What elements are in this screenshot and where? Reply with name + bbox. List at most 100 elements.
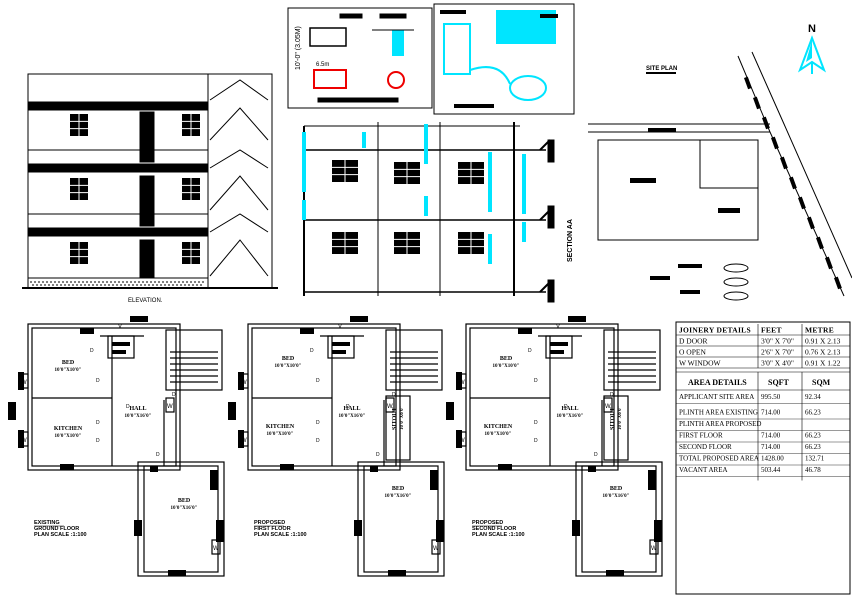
- door-mark: D: [156, 452, 160, 458]
- window-mark: W: [433, 546, 439, 552]
- wall-opening: [430, 470, 438, 490]
- section-cyan-mark: [488, 152, 492, 212]
- door-mark: D: [126, 404, 130, 410]
- area-cell: 1428.00: [761, 455, 784, 463]
- room-size: 10'0"X16'0": [125, 414, 152, 419]
- area-cell: APPLICANT SITE AREA: [679, 393, 754, 401]
- wall-opening: [350, 316, 368, 322]
- door-mark: D: [90, 348, 94, 354]
- door-mark: D: [610, 392, 614, 398]
- wall-opening: [606, 570, 624, 576]
- window-icon: [394, 162, 420, 184]
- area-cell: 66.23: [805, 409, 821, 417]
- plan-caption-line: PLAN SCALE :1:100: [472, 532, 525, 538]
- area-cell: 503.44: [761, 466, 781, 474]
- ventilator-mark: V: [118, 324, 122, 330]
- door-mark: D: [172, 392, 176, 398]
- room-size: 10'0"X6'0": [400, 405, 405, 430]
- elevation-windows: [70, 114, 200, 264]
- joinery-cell: 0.91 X 1.22: [805, 359, 841, 368]
- wall-opening: [228, 402, 236, 420]
- room-name: SITOUT: [392, 407, 398, 430]
- window-mark: W: [21, 380, 27, 386]
- window-icon: [332, 232, 358, 254]
- section-windows: [332, 160, 484, 254]
- area-cell: 92.34: [805, 393, 821, 401]
- joinery-cell: O OPEN: [679, 348, 706, 357]
- area-cell: 46.78: [805, 466, 821, 474]
- wall-opening: [550, 342, 568, 346]
- wall-opening: [354, 520, 362, 536]
- floor-plan-first: WWWWDDDDDDDVBED10'0"X10'0"HALL10'0"X16'0…: [228, 316, 445, 577]
- wall-opening: [456, 372, 462, 390]
- area-header-cell: SQFT: [768, 378, 790, 387]
- window-mark: W: [651, 546, 657, 552]
- wall-opening: [112, 350, 126, 354]
- room-size: 10'0"X16'0": [171, 506, 198, 511]
- door-mark: D: [392, 392, 396, 398]
- road-mark: [752, 96, 761, 110]
- room-size: 10'0"X16'0": [603, 494, 630, 499]
- room-name: HALL: [561, 406, 578, 412]
- room-size: 10'0"X10'0": [55, 434, 82, 439]
- area-cell: FIRST FLOOR: [679, 432, 723, 440]
- room-size: 10'0"X6'0": [618, 405, 623, 430]
- window-icon: [70, 178, 88, 200]
- window-mark: W: [459, 380, 465, 386]
- door-mark: D: [346, 404, 350, 410]
- tables-frame: [675, 321, 851, 595]
- site-plan-drawing: [588, 51, 852, 301]
- door-mark: D: [534, 438, 538, 444]
- wall-opening: [238, 430, 244, 448]
- floor-plan-ground: WWWWDDDDDDDVBED10'0"X10'0"HALL10'0"X16'0…: [8, 316, 225, 577]
- wall-opening: [60, 464, 74, 470]
- room-name: BED: [282, 356, 295, 362]
- window-mark: W: [459, 438, 465, 444]
- detail-horizontal-dim: 6.5m: [316, 62, 329, 68]
- window-mark: W: [167, 404, 173, 410]
- wall-opening: [648, 470, 656, 490]
- area-cell: SECOND FLOOR: [679, 443, 732, 451]
- window-mark: W: [241, 438, 247, 444]
- area-header-cell: AREA DETAILS: [688, 378, 747, 387]
- wall-opening: [18, 430, 24, 448]
- plan-caption-line: PROPOSED: [472, 520, 503, 526]
- plan-caption-line: SECOND FLOOR: [472, 526, 516, 532]
- area-cell: 714.00: [761, 409, 781, 417]
- road-mark: [798, 196, 806, 210]
- window-icon: [458, 232, 484, 254]
- room-size: 10'0"X10'0": [267, 432, 294, 437]
- section-cyan-mark: [302, 200, 306, 220]
- ventilator-mark: V: [556, 324, 560, 330]
- wall-opening: [572, 520, 580, 536]
- door-mark: D: [96, 420, 100, 426]
- window-icon: [182, 178, 200, 200]
- road-mark: [806, 216, 815, 230]
- road-mark: [762, 116, 770, 130]
- wall-opening: [168, 570, 186, 576]
- wall-opening: [588, 466, 596, 472]
- road-mark: [744, 76, 752, 90]
- window-mark: W: [605, 404, 611, 410]
- room-name: BED: [178, 498, 191, 504]
- area-cell: VACANT AREA: [679, 466, 728, 474]
- wall-opening: [280, 464, 294, 470]
- window-mark: W: [241, 380, 247, 386]
- plan-caption-line: FIRST FLOOR: [254, 526, 291, 532]
- door-mark: D: [316, 378, 320, 384]
- window-icon: [182, 114, 200, 136]
- wall-opening: [498, 464, 512, 470]
- wall-opening: [550, 350, 564, 354]
- area-cell: 132.71: [805, 455, 825, 463]
- wall-opening: [210, 470, 218, 490]
- site-plan-labels: [630, 128, 740, 294]
- room-name: HALL: [343, 406, 360, 412]
- site-plan-road-marks: [744, 76, 842, 290]
- area-cell: 714.00: [761, 432, 781, 440]
- wall-opening: [130, 316, 148, 322]
- door-mark: D: [316, 438, 320, 444]
- road-mark: [770, 136, 779, 150]
- room-name: BED: [610, 486, 623, 492]
- area-cell: PLINTH AREA EXISTING: [679, 409, 758, 417]
